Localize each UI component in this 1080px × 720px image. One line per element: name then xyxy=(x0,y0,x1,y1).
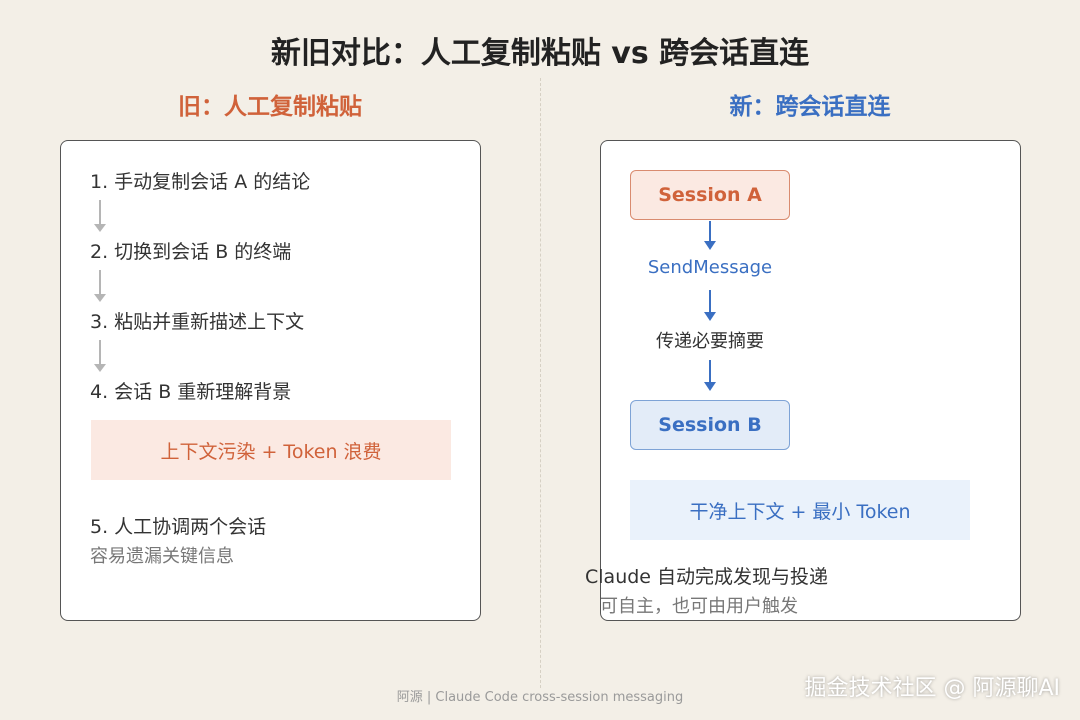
new-note-line-1: Claude 自动完成发现与投递 xyxy=(585,566,829,588)
new-note-line-2: 可自主，也可由用户触发 xyxy=(600,596,798,617)
pass-summary-label: 传递必要摘要 xyxy=(656,331,764,352)
old-arrow-2 xyxy=(94,270,106,302)
session-a-box: Session A xyxy=(630,170,790,220)
new-arrow-1 xyxy=(704,221,716,250)
send-message-label: SendMessage xyxy=(647,257,773,278)
session-a-label: Session A xyxy=(658,184,762,206)
new-arrow-3 xyxy=(704,360,716,391)
new-heading: 新：跨会话直连 xyxy=(729,94,891,120)
old-callout: 上下文污染 + Token 浪费 xyxy=(91,420,451,480)
old-arrow-1 xyxy=(94,200,106,232)
watermark: 掘金技术社区 @ 阿源聊AI xyxy=(804,676,1060,701)
old-step-5: 5. 人工协调两个会话 xyxy=(90,516,267,538)
old-step-3: 3. 粘贴并重新描述上下文 xyxy=(90,311,305,333)
new-callout: 干净上下文 + 最小 Token xyxy=(630,480,970,540)
new-callout-text: 干净上下文 + 最小 Token xyxy=(689,500,911,523)
center-divider xyxy=(540,78,541,688)
old-card xyxy=(60,140,481,621)
footer-credit: 阿源 | Claude Code cross-session messaging xyxy=(396,690,684,705)
page-title: 新旧对比：人工复制粘贴 vs 跨会话直连 xyxy=(270,36,810,71)
new-card xyxy=(600,140,1021,621)
session-b-box: Session B xyxy=(630,400,790,450)
session-b-label: Session B xyxy=(658,414,762,436)
old-step-2: 2. 切换到会话 B 的终端 xyxy=(90,241,292,263)
old-step-1: 1. 手动复制会话 A 的结论 xyxy=(90,171,311,193)
old-step-4: 4. 会话 B 重新理解背景 xyxy=(90,381,292,403)
old-callout-text: 上下文污染 + Token 浪费 xyxy=(160,440,382,463)
old-step-5-note: 容易遗漏关键信息 xyxy=(90,546,234,567)
new-arrow-2 xyxy=(704,290,716,321)
old-arrow-3 xyxy=(94,340,106,372)
old-heading: 旧：人工复制粘贴 xyxy=(178,94,362,120)
